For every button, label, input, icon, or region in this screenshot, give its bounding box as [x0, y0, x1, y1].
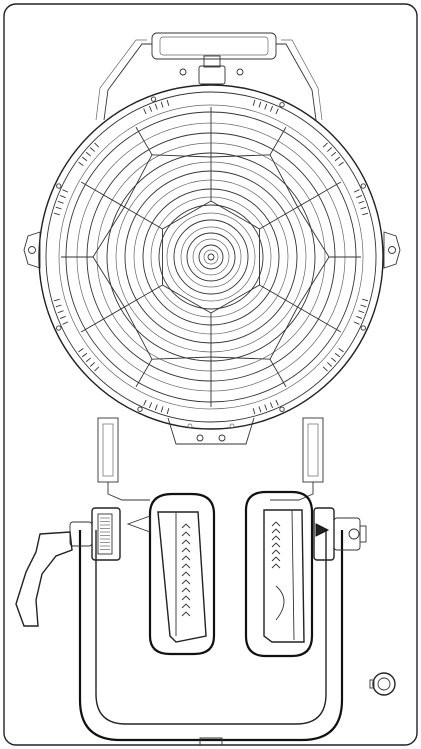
side-arm-right-icon [270, 417, 324, 501]
left-clamp-icon [69, 507, 121, 561]
latch-left-icon [126, 492, 216, 656]
latch-right-icon [244, 490, 314, 658]
yoke-bracket-icon [78, 530, 344, 745]
side-tab-right-icon [383, 231, 401, 269]
frame-border [3, 3, 418, 746]
safety-ring-icon [369, 672, 396, 696]
lens-base-bracket-icon [167, 417, 255, 445]
fresnel-lens-icon [38, 84, 384, 430]
side-arm-left-icon [97, 417, 150, 501]
mount-knob-icon [313, 507, 367, 561]
locking-lever-icon [15, 531, 73, 627]
top-handle-icon [95, 32, 323, 121]
side-tab-left-icon [23, 231, 41, 269]
